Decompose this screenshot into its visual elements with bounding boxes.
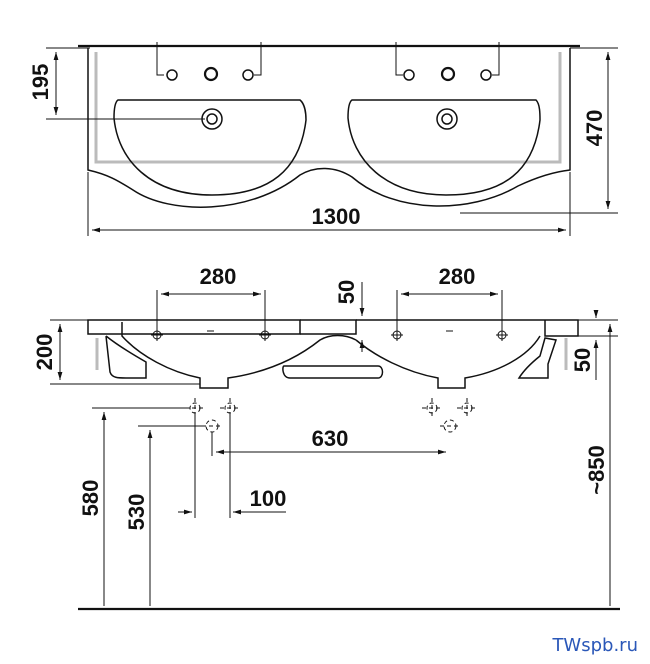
- dim-label-470: 470: [582, 110, 607, 147]
- left-support: [105, 335, 147, 379]
- left-drain-inner-icon: [206, 113, 218, 125]
- right-drain-inner-icon: [441, 113, 453, 125]
- left-waste-fittings: [185, 398, 240, 433]
- right-waste-fittings: [422, 398, 477, 433]
- watermark: TWspb.ru: [552, 635, 638, 656]
- right-tap-hole-2-icon: [440, 66, 456, 82]
- left-bowl-top: [113, 99, 307, 196]
- basin-outline-top: [87, 48, 571, 208]
- dim-label-280-left: 280: [200, 264, 237, 289]
- dim-label-100: 100: [250, 486, 287, 511]
- dim-label-50-right: 50: [570, 348, 595, 372]
- basin-rim-top: [94, 52, 562, 164]
- dim-label-530: 530: [124, 494, 149, 531]
- left-tap-marks: [151, 329, 271, 341]
- dim-label-580: 580: [78, 480, 103, 517]
- basin-front-right-slab: [356, 319, 579, 337]
- left-bowl-front: [121, 322, 357, 389]
- right-tap-hole-1-icon: [403, 69, 415, 81]
- right-bowl-front: [355, 335, 541, 389]
- right-tap-marks: [391, 329, 508, 341]
- dim-label-630: 630: [312, 426, 349, 451]
- left-tap-bracket: [156, 42, 262, 76]
- basin-front-center-slab: [300, 319, 357, 335]
- right-bowl-top: [347, 99, 541, 196]
- left-tap-hole-2-icon: [203, 66, 219, 82]
- right-tap-bracket: [395, 42, 500, 76]
- right-support: [517, 337, 557, 379]
- dim-label-200: 200: [32, 334, 57, 371]
- front-view: 280 280 50 200 50: [32, 264, 620, 611]
- left-tap-hole-3-icon: [242, 69, 254, 81]
- dim-label-850: ~850: [584, 445, 609, 495]
- center-support: [282, 365, 384, 379]
- dim-label-50-top: 50: [334, 280, 359, 304]
- dim-label-1300: 1300: [312, 204, 361, 229]
- right-drain-icon: [436, 108, 458, 130]
- top-view: 195 470 1300: [28, 42, 618, 236]
- right-tap-hole-3-icon: [480, 69, 492, 81]
- dim-label-280-right: 280: [439, 264, 476, 289]
- dim-label-195: 195: [28, 64, 53, 101]
- left-tap-hole-1-icon: [166, 69, 178, 81]
